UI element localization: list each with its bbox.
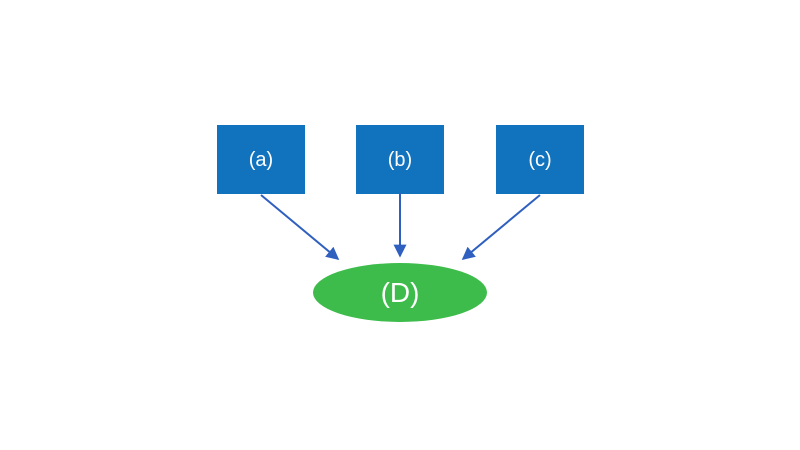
node-rectangle-c: (c) bbox=[496, 125, 584, 194]
node-label-D: (D) bbox=[380, 276, 420, 308]
node-label-b: (b) bbox=[387, 148, 413, 171]
node-label-c: (c) bbox=[528, 148, 552, 171]
edge-a-to-D bbox=[260, 194, 340, 261]
node-rectangle-b: (b) bbox=[356, 125, 444, 194]
node-rectangle-a: (a) bbox=[217, 125, 305, 194]
node-label-a: (a) bbox=[248, 148, 274, 171]
node-ellipse-D: (D) bbox=[313, 263, 487, 322]
edge-c-to-D bbox=[461, 194, 541, 261]
